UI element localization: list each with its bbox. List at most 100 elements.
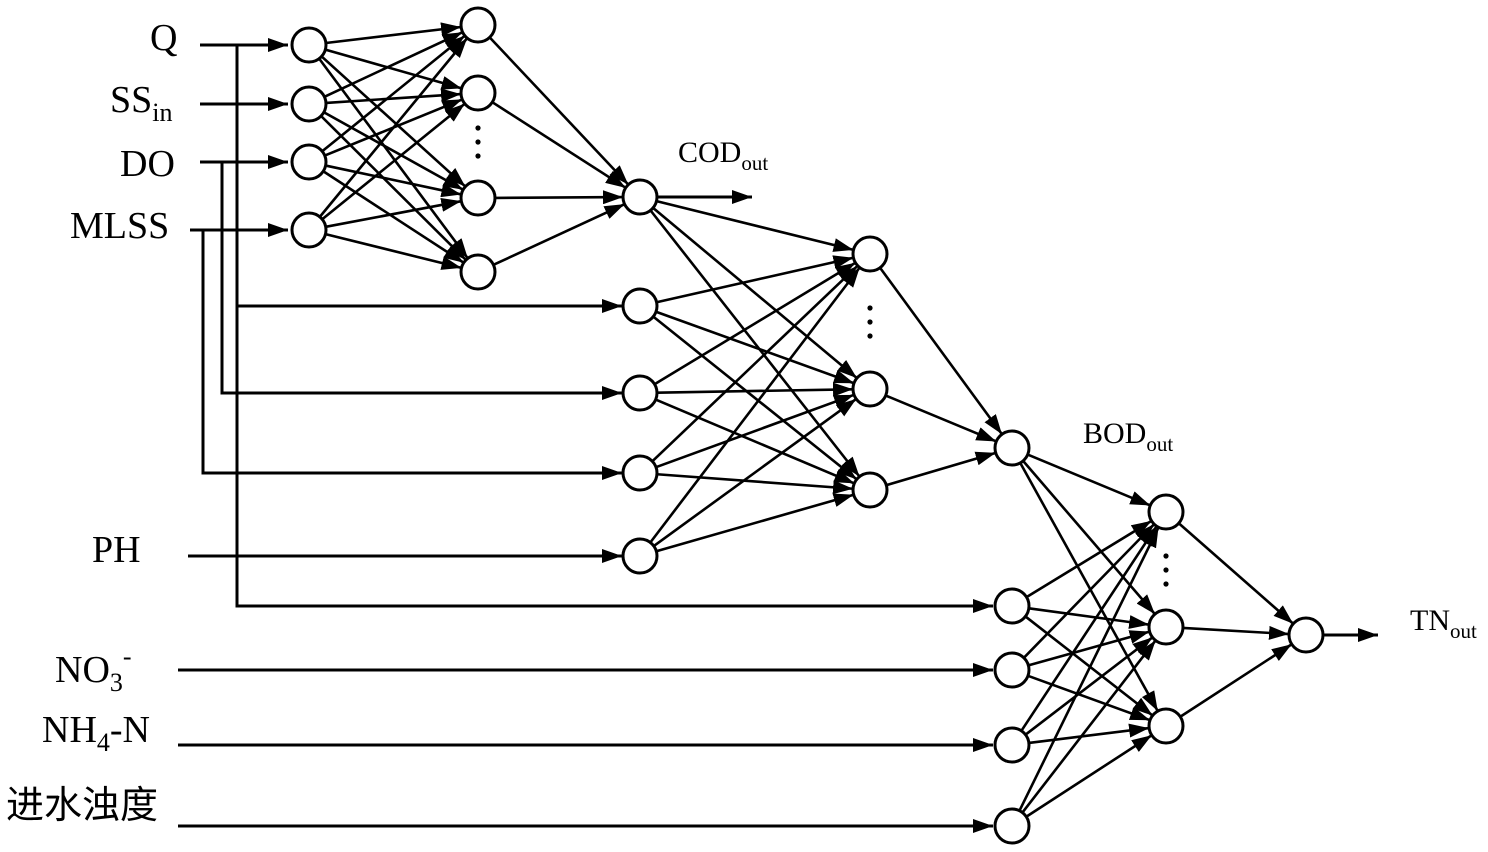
input-label-ph: PH	[92, 529, 141, 571]
input-label-turbidity: 进水浊度	[6, 785, 158, 827]
node-codIn-2	[290, 143, 328, 181]
input-label-nh4-rest: -N	[110, 709, 150, 751]
tn-in-hid-edge-3-2	[1028, 723, 1150, 745]
tn-in-hid-edge-4-0	[1018, 526, 1160, 812]
input-label-nh4: NH4-N	[42, 709, 150, 757]
node-tnHid-2	[1147, 707, 1185, 745]
tn-in-hid-edge-4-1	[1021, 639, 1157, 814]
node-tnHid-0	[1147, 493, 1185, 531]
cod-in-hid-edge-3-2	[325, 198, 462, 229]
input-wiring	[178, 38, 1378, 833]
cod-in-hid-edge-3-1	[321, 102, 466, 221]
tn-in-hid-edge-0-2	[1019, 462, 1159, 712]
node-codHid-3	[459, 253, 497, 291]
bod-in-hid-edge-0-0	[656, 199, 854, 252]
output-label-cod-sub: out	[741, 151, 768, 175]
output-label-cod: CODout	[678, 136, 768, 175]
tn-in-hid-edge-1-1	[1028, 607, 1150, 629]
wire-mlss-to-bod	[201, 230, 622, 480]
cod-hid-out-edge-1-0	[491, 101, 627, 189]
node-codIn-0	[290, 26, 328, 64]
bod-in-hid-edge-3-0	[651, 264, 859, 463]
bod-in-hid-edge-3-1	[655, 393, 855, 469]
node-tnIn-3	[993, 807, 1031, 845]
cod-in-hid-edge-0-3	[318, 57, 469, 260]
bod-in-hid-edge-3-2	[656, 472, 854, 495]
input-label-mlss: MLSS	[70, 205, 169, 247]
tn-in-hid-edge-2-2	[1027, 674, 1151, 722]
node-tnIn-0	[993, 587, 1031, 625]
tn-in-hid-edge-3-0	[1020, 525, 1158, 732]
bod-in-hid-edge-1-0	[656, 255, 854, 304]
bod-in-hid-edge-2-0	[653, 261, 857, 386]
input-label-no3-sub: 3	[110, 668, 123, 697]
input-label-ss-sub: in	[152, 98, 172, 127]
wire-q-to-tn	[235, 45, 993, 613]
tn-hid-out-edge-1-0	[1182, 625, 1290, 640]
node-bodHid-0	[851, 235, 889, 273]
tn-in-hid-edge-4-2	[1025, 734, 1153, 818]
cod-in-hid-edge-2-2	[325, 164, 462, 198]
cod-in-hid-edge-3-0	[318, 37, 469, 218]
bod-in-hid-edge-4-1	[652, 397, 858, 548]
ellipsis-tn-hidden	[1163, 553, 1169, 587]
input-label-no3: NO3-	[55, 642, 132, 697]
node-bodIn-1	[621, 374, 659, 412]
cod-in-hid-edge-0-2	[320, 55, 467, 188]
output-label-tn-main: TN	[1410, 604, 1450, 637]
tn-in-hid-edge-1-0	[1025, 519, 1153, 599]
node-bodIn-2	[621, 454, 659, 492]
cod-hid-out-edge-2-0	[494, 190, 624, 205]
cod-in-hid-edge-1-2	[323, 111, 464, 191]
output-label-tn: TNout	[1410, 604, 1477, 643]
output-label-cod-main: COD	[678, 136, 741, 169]
tn-in-hid-edge-0-0	[1027, 453, 1151, 507]
input-label-q: Q	[150, 17, 177, 59]
node-bodIn-3	[621, 537, 659, 575]
node-bodIn-0	[621, 287, 659, 325]
output-label-bod-sub: out	[1146, 432, 1173, 456]
bod-hid-out-edge-1-0	[885, 394, 997, 443]
tn-in-hid-edge-0-1	[1022, 460, 1156, 615]
input-label-nh4-main: NH	[42, 709, 97, 751]
cod-hid-out-edge-3-0	[492, 202, 626, 267]
input-label-nh4-sub: 4	[97, 728, 110, 757]
input-label-ss-main: SS	[110, 79, 152, 121]
cod-in-hid-edge-2-3	[322, 170, 465, 264]
bod-in-hid-edge-2-2	[655, 398, 855, 485]
input-label-no3-main: NO	[55, 649, 110, 691]
node-bodOut-0	[993, 429, 1031, 467]
node-tnHid-1	[1147, 608, 1185, 646]
node-tnIn-1	[993, 651, 1031, 689]
bod-in-hid-edge-2-1	[656, 382, 854, 397]
wire-do-to-bod	[220, 162, 622, 400]
bod-in-hid-edge-4-2	[655, 493, 855, 553]
cod-in-hid-edge-1-0	[323, 31, 464, 98]
node-codHid-1	[459, 74, 497, 112]
cod-in-hid-edge-1-3	[320, 115, 467, 261]
input-label-do: DO	[120, 143, 175, 185]
bod-hid-out-edge-2-0	[885, 451, 997, 487]
output-label-tn-sub: out	[1450, 619, 1477, 643]
cod-in-hid-edge-1-1	[325, 88, 462, 105]
node-codIn-1	[290, 85, 328, 123]
bod-in-hid-edge-1-2	[652, 315, 858, 481]
input-label-ss: SSin	[110, 79, 173, 127]
node-codHid-0	[459, 6, 497, 44]
ellipsis-bod-hidden	[867, 305, 873, 339]
tn-in-hid-edge-2-0	[1022, 523, 1156, 659]
node-bodHid-2	[851, 471, 889, 509]
cod-in-hid-edge-0-1	[324, 48, 463, 90]
tn-hid-out-edge-0-0	[1177, 522, 1295, 625]
node-bodHid-1	[851, 370, 889, 408]
output-label-bod-main: BOD	[1083, 417, 1146, 450]
cod-hid-out-edge-0-0	[488, 36, 630, 186]
bod-hid-out-edge-0-0	[878, 266, 1004, 436]
network-nodes	[290, 6, 1325, 845]
node-codOut-0	[621, 178, 659, 216]
output-label-bod: BODout	[1083, 417, 1173, 456]
bod-in-hid-edge-0-1	[652, 206, 858, 380]
ellipsis-cod-hidden	[475, 125, 481, 159]
tn-in-hid-edge-2-1	[1028, 630, 1150, 667]
